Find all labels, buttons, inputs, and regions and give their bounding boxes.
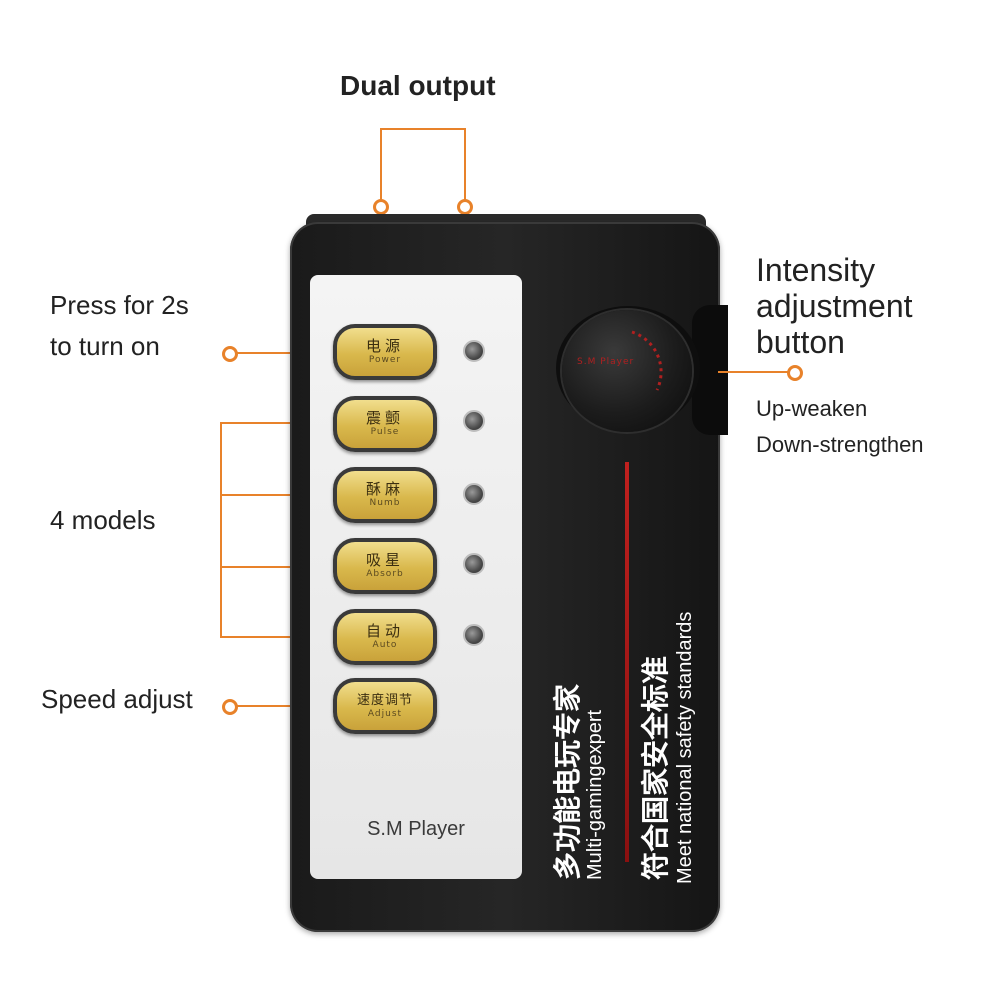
- output-port-1-marker: [373, 199, 389, 215]
- numb-button[interactable]: 酥麻 Numb: [333, 467, 437, 523]
- speed-line: [236, 705, 336, 707]
- absorb-button[interactable]: 吸星 Absorb: [333, 538, 437, 594]
- models-bracket-4: [220, 636, 336, 638]
- up-weaken-label: Up-weaken: [756, 396, 868, 421]
- speed-label: Speed adjust: [41, 684, 193, 714]
- side-text-zh-1: 多功能电玩专家: [551, 683, 584, 880]
- power-hint-marker: [222, 346, 238, 362]
- power-led: [463, 340, 485, 362]
- numb-button-en: Numb: [369, 498, 401, 508]
- models-label: 4 models: [50, 505, 156, 535]
- auto-led: [463, 624, 485, 646]
- intensity-marker: [787, 365, 803, 381]
- models-bracket-3: [220, 566, 336, 568]
- pulse-button-en: Pulse: [370, 427, 400, 437]
- side-text-en-2: Meet national safety standards: [674, 611, 696, 884]
- models-bracket-1: [220, 422, 336, 424]
- speed-marker: [222, 699, 238, 715]
- absorb-button-zh: 吸星: [365, 551, 404, 569]
- absorb-button-en: Absorb: [366, 569, 404, 579]
- numb-led: [463, 483, 485, 505]
- absorb-led: [463, 553, 485, 575]
- dual-output-bracket-left: [380, 128, 382, 200]
- speed-adjust-button-en: Adjust: [367, 709, 403, 719]
- down-strengthen-label: Down-strengthen: [756, 432, 924, 457]
- pulse-button-zh: 震颤: [365, 409, 404, 427]
- pulse-button[interactable]: 震颤 Pulse: [333, 396, 437, 452]
- red-stripe: [625, 462, 629, 862]
- power-button-zh: 电源: [365, 337, 404, 355]
- models-bracket-2: [220, 494, 336, 496]
- side-text-zh-2: 符合国家安全标准: [639, 655, 672, 880]
- output-port-2-marker: [457, 199, 473, 215]
- intensity-knob[interactable]: [562, 310, 692, 432]
- intensity-label-line3: button: [756, 324, 845, 360]
- auto-button-en: Auto: [372, 640, 398, 650]
- intensity-line: [718, 371, 788, 373]
- knob-scale-icon: [631, 330, 663, 391]
- knob-label: S.M Player: [577, 357, 635, 367]
- auto-button-zh: 自动: [365, 622, 404, 640]
- speed-adjust-button-zh: 速度调节: [356, 693, 413, 708]
- power-hint-line: [236, 352, 336, 354]
- power-hint-line1: Press for 2s: [50, 290, 189, 320]
- dual-output-bracket-top: [380, 128, 466, 130]
- brand-label: S.M Player: [367, 818, 465, 840]
- models-bracket-vertical: [220, 422, 222, 638]
- power-button-en: Power: [368, 355, 402, 365]
- power-hint-line2: to turn on: [50, 331, 160, 361]
- numb-button-zh: 酥麻: [365, 480, 404, 498]
- pulse-led: [463, 410, 485, 432]
- dual-output-label: Dual output: [340, 70, 496, 101]
- side-text-en-1: Multi-gamingexpert: [584, 709, 606, 880]
- auto-button[interactable]: 自动 Auto: [333, 609, 437, 665]
- dual-output-bracket-right: [464, 128, 466, 200]
- power-button[interactable]: 电源 Power: [333, 324, 437, 380]
- intensity-label-line1: Intensity: [756, 252, 876, 288]
- speed-adjust-button[interactable]: 速度调节 Adjust: [333, 678, 437, 734]
- intensity-label-line2: adjustment: [756, 288, 913, 324]
